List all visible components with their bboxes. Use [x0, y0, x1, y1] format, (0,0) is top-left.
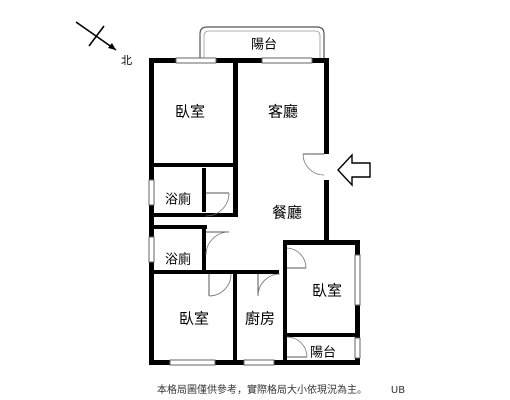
room-label-dining-room: 餐廳: [272, 204, 302, 222]
room-label-bathroom-2: 浴廁: [165, 252, 191, 268]
balcony-top-outline: [199, 26, 325, 59]
window: [175, 57, 217, 64]
compass-cross: [88, 25, 105, 47]
entrance-arrow-icon: [337, 153, 371, 187]
disclaimer-caption: 本格局圖僅供參考，實際格局大小依現況為主。: [157, 383, 367, 396]
door-bath-2: [205, 231, 230, 256]
room-label-living-room: 客廳: [268, 103, 298, 121]
window: [261, 57, 313, 64]
room-label-balcony-top: 陽台: [251, 38, 277, 53]
door-bedroom-bottom-left: [208, 273, 232, 297]
window: [243, 359, 275, 366]
room-label-kitchen: 廚房: [245, 310, 275, 328]
window: [354, 337, 361, 359]
room-label-balcony-bottom: 陽台: [310, 346, 336, 361]
room-label-bedroom-right: 臥室: [312, 282, 342, 300]
window: [354, 254, 361, 306]
compass-arrow-icon: [108, 43, 116, 50]
watermark-text: UB: [391, 385, 405, 396]
compass-label: 北: [121, 54, 132, 67]
room-label-bedroom-top: 臥室: [175, 103, 205, 121]
windows: [148, 57, 361, 366]
window: [148, 236, 155, 263]
window: [169, 359, 216, 366]
doors: [205, 153, 329, 358]
window: [148, 179, 155, 206]
compass: 北: [75, 21, 132, 67]
room-label-bedroom-bottom-left: 臥室: [179, 310, 209, 328]
door-kitchen: [257, 273, 281, 297]
door-balcony-bottom: [286, 336, 308, 358]
door-bedroom-right: [286, 247, 307, 269]
door-entrance: [302, 153, 329, 180]
interior-walls: [149, 58, 357, 365]
door-bath-1: [205, 192, 230, 217]
room-label-bathroom-1: 浴廁: [165, 192, 191, 208]
